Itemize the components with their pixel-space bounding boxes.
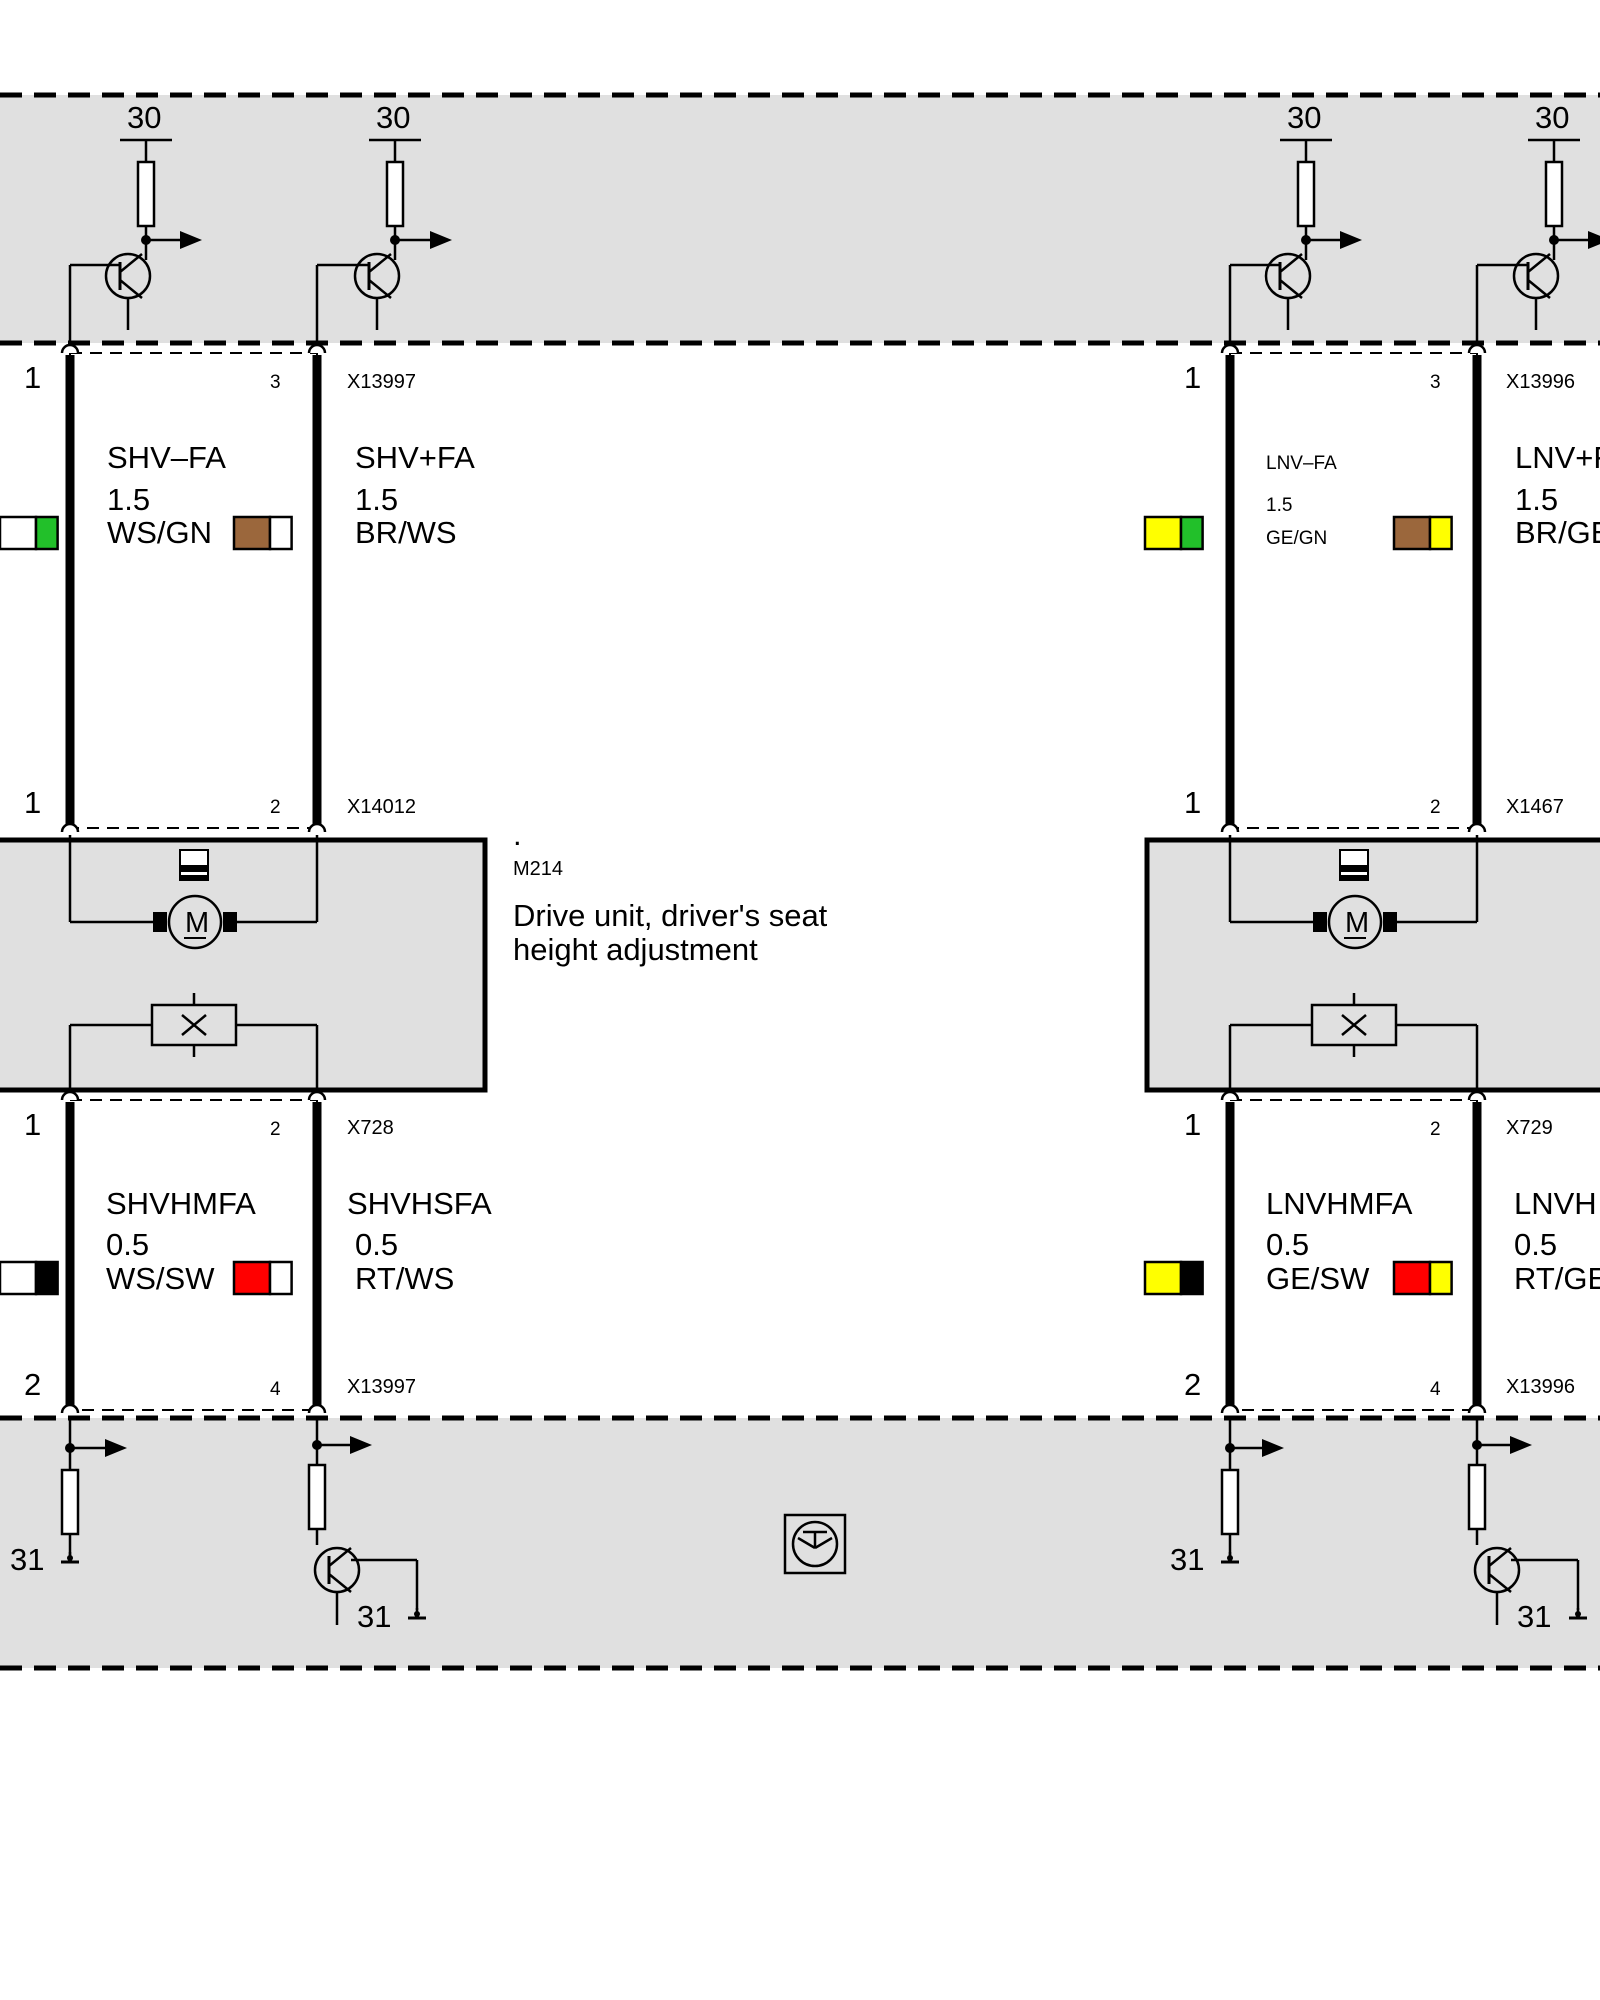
- svg-text:GE/SW: GE/SW: [1266, 1261, 1370, 1296]
- bottom-driver-1: 31: [10, 1420, 127, 1577]
- pin-number: 3: [1430, 372, 1441, 393]
- wire-label-lnvhmfa: LNVHMFA 0.5 GE/SW: [1266, 1186, 1413, 1296]
- svg-text:GE/GN: GE/GN: [1266, 528, 1327, 549]
- terminal-31-label: 31: [1517, 1599, 1551, 1634]
- wire-label-shvhmfa: SHVHMFA 0.5 WS/SW: [106, 1186, 256, 1296]
- svg-text:LNVHMFA: LNVHMFA: [1266, 1186, 1413, 1221]
- connector-id: X13996: [1506, 1376, 1575, 1398]
- wire-color-swatch: [232, 1260, 293, 1296]
- wire-color-swatch: [1143, 515, 1204, 551]
- pin-number: 1: [1184, 360, 1201, 395]
- wire-color-swatch: [1392, 515, 1453, 551]
- wire-label-lnv-plus: LNV+F 1.5 BR/GE: [1515, 440, 1600, 550]
- svg-text:WS/SW: WS/SW: [106, 1261, 215, 1296]
- wire-color-swatch: [1143, 1260, 1204, 1296]
- pin-number: 1: [24, 785, 41, 820]
- sensor-icon: [1339, 849, 1369, 881]
- pin-number: 3: [270, 372, 281, 393]
- connector-id: X14012: [347, 796, 416, 818]
- terminal-31-label: 31: [1170, 1542, 1204, 1577]
- wire-color-swatches: [0, 515, 1453, 1296]
- pin-number: 2: [1430, 797, 1441, 818]
- svg-text:LNV–FA: LNV–FA: [1266, 453, 1337, 474]
- svg-text:0.5: 0.5: [355, 1227, 398, 1262]
- top-driver-2: [315, 138, 452, 345]
- pin-number: 1: [24, 360, 41, 395]
- svg-text:1.5: 1.5: [355, 482, 398, 517]
- svg-text:0.5: 0.5: [106, 1227, 149, 1262]
- connector-id: X729: [1506, 1117, 1553, 1139]
- pin-number: 2: [1430, 1119, 1441, 1140]
- wire-color-swatch: [0, 515, 59, 551]
- control-unit-top: [0, 95, 1600, 343]
- svg-text:M: M: [185, 907, 209, 939]
- motor-internals-right: M: [1228, 835, 1479, 1090]
- svg-text:SHV+FA: SHV+FA: [355, 440, 475, 475]
- component-id: M214: [513, 858, 563, 880]
- svg-text:1.5: 1.5: [107, 482, 150, 517]
- pin-number: 1: [1184, 785, 1201, 820]
- wire-label-lnv-minus-fa: LNV–FA 1.5 GE/GN: [1266, 453, 1337, 549]
- svg-text:0.5: 0.5: [1514, 1227, 1557, 1262]
- svg-text:M: M: [1345, 907, 1369, 939]
- top-driver-1: [68, 138, 202, 345]
- motor-icon: M: [1327, 894, 1383, 950]
- connector-id: X13996: [1506, 371, 1575, 393]
- wire-label-shvhsfa: SHVHSFA 0.5 RT/WS: [347, 1186, 492, 1296]
- pin-number: 2: [270, 1119, 281, 1140]
- terminal-30-label: 30: [1535, 100, 1569, 135]
- terminal-31-label: 31: [357, 1599, 391, 1634]
- terminal-30-label: 30: [127, 100, 161, 135]
- component-description: height adjustment: [513, 932, 758, 967]
- pin-number: 4: [1430, 1379, 1441, 1400]
- motor-icon: M: [167, 894, 223, 950]
- svg-text:1.5: 1.5: [1515, 482, 1558, 517]
- wire-label-lnvh: LNVH 0.5 RT/GE: [1514, 1186, 1600, 1296]
- wire-label-shv-minus-fa: SHV–FA 1.5 WS/GN: [107, 440, 226, 550]
- component-description: Drive unit, driver's seat: [513, 898, 828, 933]
- motor-drive-unit-right: [1144, 837, 1600, 1093]
- svg-text:LNV+F: LNV+F: [1515, 440, 1600, 475]
- svg-text:1.5: 1.5: [1266, 495, 1292, 516]
- connector-id: X13997: [347, 371, 416, 393]
- svg-text:SHVHSFA: SHVHSFA: [347, 1186, 492, 1221]
- pin-number: 1: [24, 1107, 41, 1142]
- svg-text:SHVHMFA: SHVHMFA: [106, 1186, 256, 1221]
- wire-label-shv-plus-fa: SHV+FA 1.5 BR/WS: [355, 440, 475, 550]
- connector-id: X1467: [1506, 796, 1564, 818]
- top-driver-4: [1475, 138, 1600, 345]
- bottom-driver-2: 31: [307, 1420, 428, 1634]
- svg-text:SHV–FA: SHV–FA: [107, 440, 226, 475]
- pin-number: 2: [24, 1367, 41, 1402]
- pin-number: 4: [270, 1379, 281, 1400]
- sensor-icon: [179, 849, 209, 881]
- bottom-driver-4: 31: [1467, 1420, 1589, 1634]
- connector-id: X13997: [347, 1376, 416, 1398]
- bottom-driver-3: 31: [1170, 1420, 1284, 1577]
- motor-drive-unit-left: [0, 837, 488, 1093]
- terminal-30-label: 30: [1287, 100, 1321, 135]
- terminal-30-label: 30: [376, 100, 410, 135]
- top-driver-3: [1228, 138, 1362, 345]
- motor-internals-left: M: [68, 835, 319, 1090]
- wire-color-swatch: [1392, 1260, 1453, 1296]
- control-unit-icon: [783, 1513, 847, 1575]
- wire-color-swatch: [0, 1260, 59, 1296]
- svg-text:0.5: 0.5: [1266, 1227, 1309, 1262]
- pin-number: 2: [270, 797, 281, 818]
- connector-id: X728: [347, 1117, 394, 1139]
- pin-number: 1: [1184, 1107, 1201, 1142]
- terminal-31-label: 31: [10, 1542, 44, 1577]
- svg-text:LNVH: LNVH: [1514, 1186, 1597, 1221]
- svg-text:BR/GE: BR/GE: [1515, 515, 1600, 550]
- svg-text:WS/GN: WS/GN: [107, 515, 212, 550]
- svg-text:RT/GE: RT/GE: [1514, 1261, 1600, 1296]
- svg-text:RT/WS: RT/WS: [355, 1261, 454, 1296]
- wire-color-swatch: [232, 515, 293, 551]
- component-dot: .: [513, 817, 522, 852]
- svg-text:BR/WS: BR/WS: [355, 515, 457, 550]
- pin-number: 2: [1184, 1367, 1201, 1402]
